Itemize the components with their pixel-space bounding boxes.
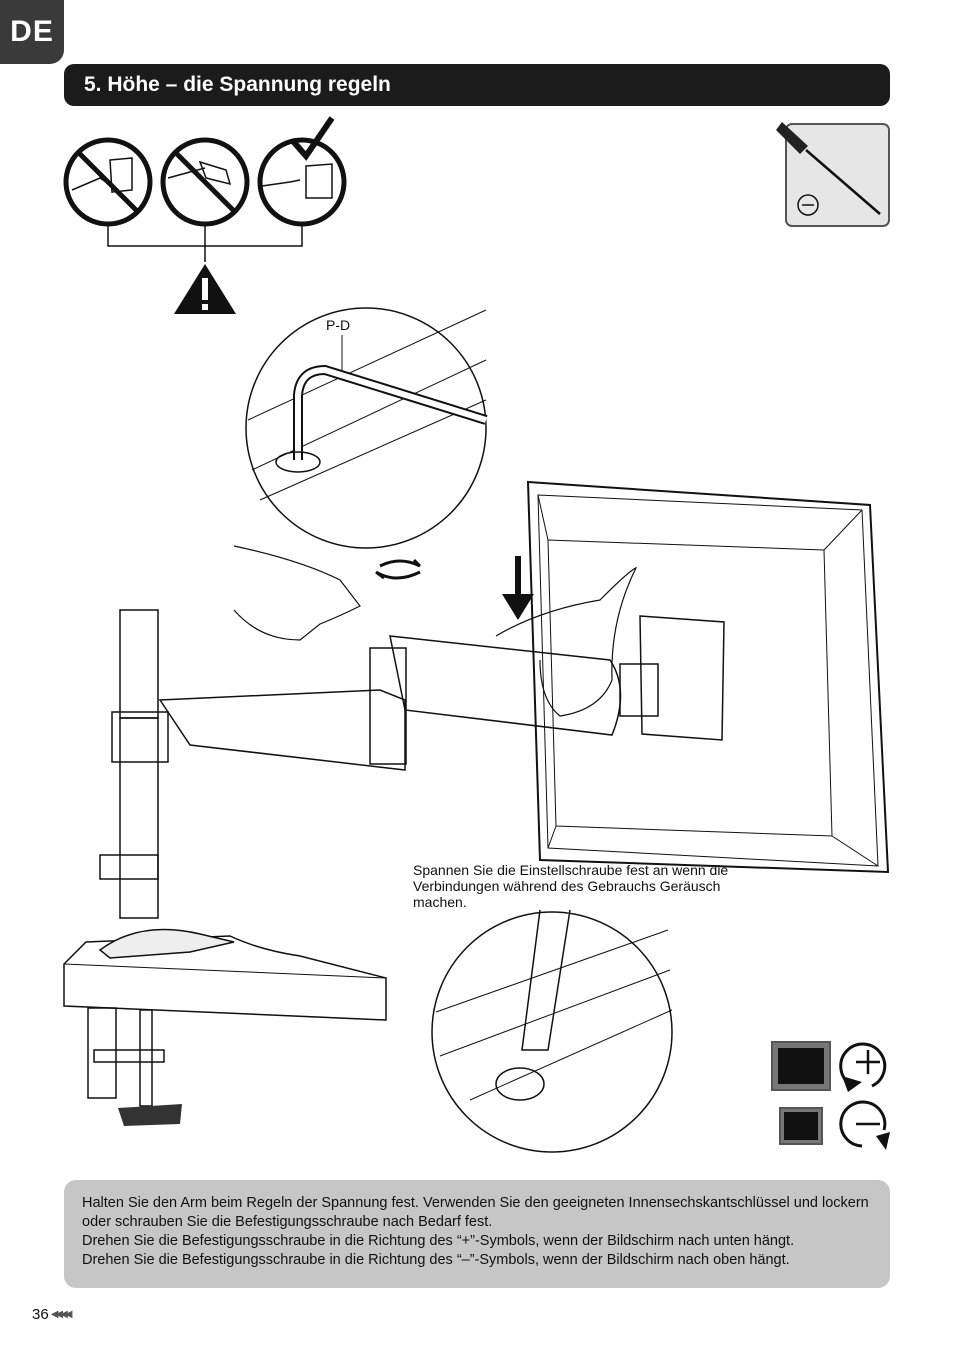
prohibited-raised-icon xyxy=(160,137,250,227)
monitor xyxy=(526,480,890,874)
warning-icon xyxy=(174,264,236,314)
page-number: 36 ◀◀◀◀ xyxy=(32,1306,73,1323)
instruction-line: Drehen Sie die Befestigungsschraube in d… xyxy=(82,1233,795,1249)
correct-balanced-icon xyxy=(257,116,347,227)
assembly-illustration xyxy=(63,116,890,1153)
screwdriver-icon xyxy=(776,122,890,227)
monitor-arm xyxy=(99,556,659,919)
zoom-circle-bottom xyxy=(431,909,673,1153)
rotate-counterclockwise-minus-icon xyxy=(779,1100,890,1150)
part-label: P-D xyxy=(326,317,351,333)
instruction-line: Drehen Sie die Befestigungsschraube in d… xyxy=(82,1252,790,1268)
instruction-line: Halten Sie den Arm beim Regeln der Spann… xyxy=(82,1195,869,1230)
instructions-box: Halten Sie den Arm beim Regeln der Spann… xyxy=(64,1180,890,1288)
page-arrows-icon: ◀◀◀◀ xyxy=(50,1309,73,1320)
language-tab: DE xyxy=(0,0,64,64)
caption-text: Spannen Sie die Einstellschraube fest an… xyxy=(413,862,729,910)
desk-clamp xyxy=(63,928,387,1126)
section-title: 5. Höhe – die Spannung regeln xyxy=(64,64,890,106)
rotate-clockwise-plus-icon xyxy=(771,1041,887,1092)
zoom-circle-top xyxy=(245,307,488,549)
page-number-text: 36 xyxy=(32,1306,49,1323)
prohibited-sagging-icon xyxy=(63,137,153,227)
